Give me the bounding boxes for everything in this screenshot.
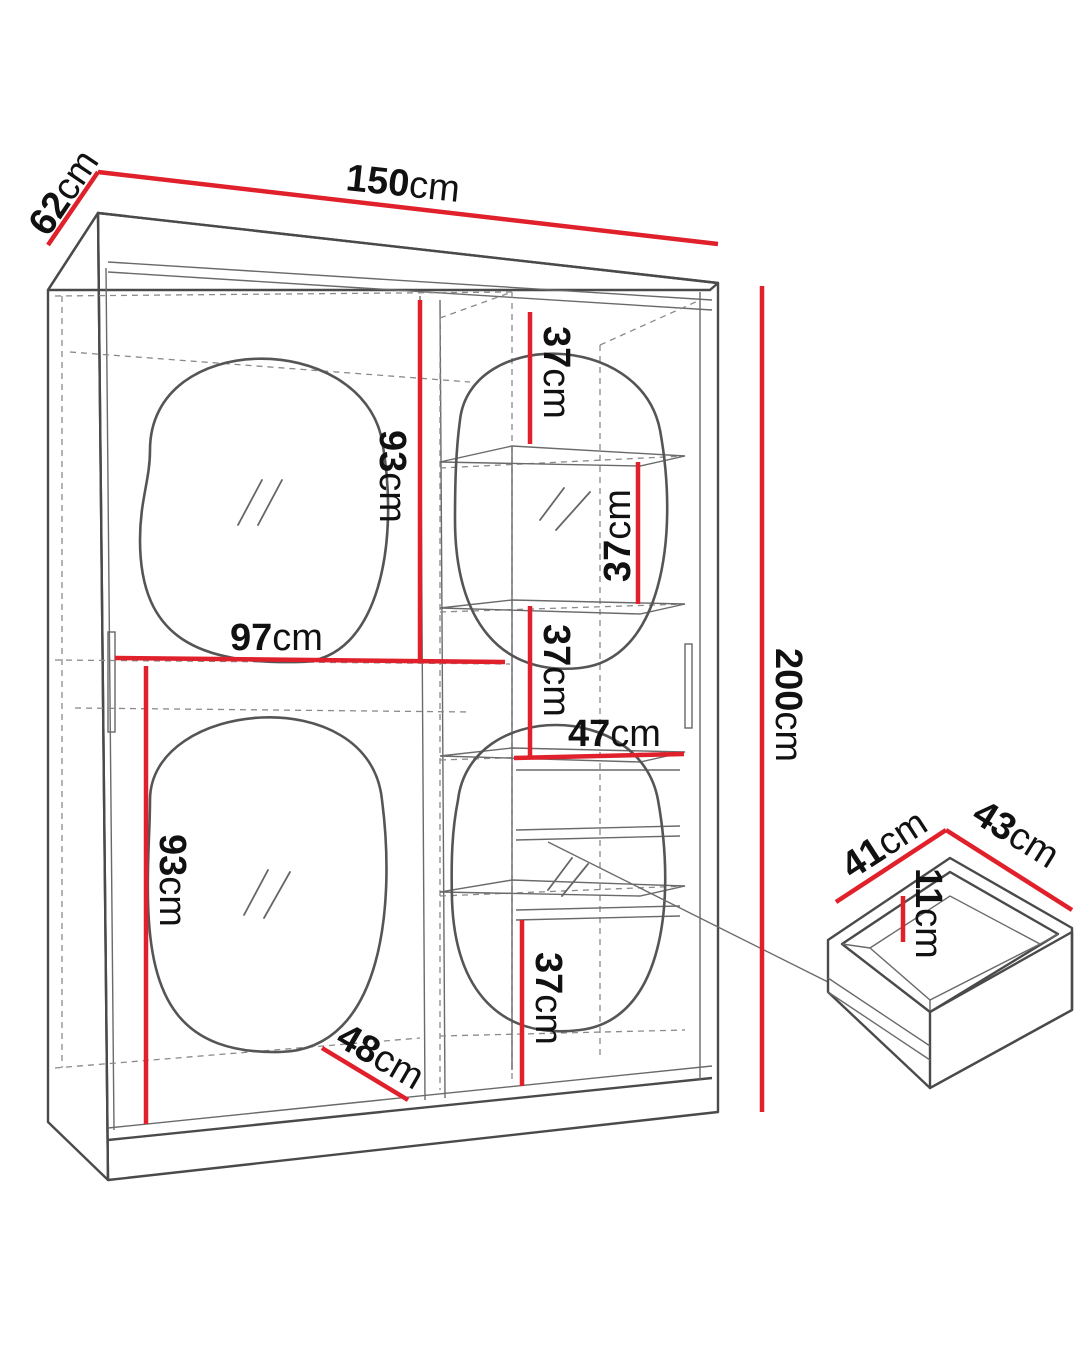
label-height: 200cm bbox=[767, 648, 809, 762]
interior-dashed-lines bbox=[54, 291, 701, 1090]
dim-line-shelf-width bbox=[513, 751, 685, 761]
dim-line-width bbox=[97, 169, 719, 247]
label-left-upper: 93cm bbox=[371, 430, 413, 523]
label-depth: 62cm bbox=[21, 142, 108, 243]
label-left-width: 97cm bbox=[230, 617, 323, 659]
mirror-top-right bbox=[453, 352, 669, 671]
label-shelf-bottom: 37cm bbox=[527, 952, 569, 1045]
dim-line-drawer-depth bbox=[944, 828, 1074, 912]
label-shelf-1: 37cm bbox=[535, 326, 577, 419]
wardrobe-outline bbox=[46, 211, 720, 1182]
mirror-bottom-right bbox=[450, 723, 667, 1033]
right-handle-icon bbox=[684, 643, 693, 729]
drawer-body bbox=[826, 856, 1074, 1090]
drawer-illustration bbox=[826, 856, 1074, 1090]
label-width: 150cm bbox=[344, 157, 462, 211]
label-shelf-3: 37cm bbox=[535, 624, 577, 717]
label-shelf-width: 47cm bbox=[568, 713, 661, 755]
left-handle-icon bbox=[107, 631, 116, 733]
drawer-front-panel bbox=[928, 930, 1074, 1090]
dimension-lines bbox=[46, 169, 765, 1124]
dim-line-left-width bbox=[114, 655, 506, 665]
drawer-dimension-labels: 41cm 43cm 11cm bbox=[834, 792, 1066, 959]
label-shelf-2: 37cm bbox=[597, 489, 639, 582]
dim-line-drawer-width bbox=[834, 828, 948, 904]
mirror-glint-icons bbox=[237, 479, 591, 919]
shelf-lines bbox=[439, 445, 686, 1070]
drawer-top-opening bbox=[840, 870, 1060, 1014]
drawer-dimension-lines bbox=[834, 828, 1074, 942]
dim-line-left-depth bbox=[320, 1046, 410, 1102]
label-left-lower: 93cm bbox=[151, 834, 193, 927]
drawer-leader-line bbox=[547, 841, 829, 983]
mirror-top-left bbox=[138, 357, 390, 664]
label-drawer-height: 11cm bbox=[907, 868, 949, 959]
label-drawer-depth: 43cm bbox=[965, 792, 1066, 877]
dimension-labels: 62cm 150cm 200cm 93cm 97cm 93cm 48cm 37c… bbox=[21, 142, 809, 1098]
dim-line-depth bbox=[46, 170, 100, 247]
